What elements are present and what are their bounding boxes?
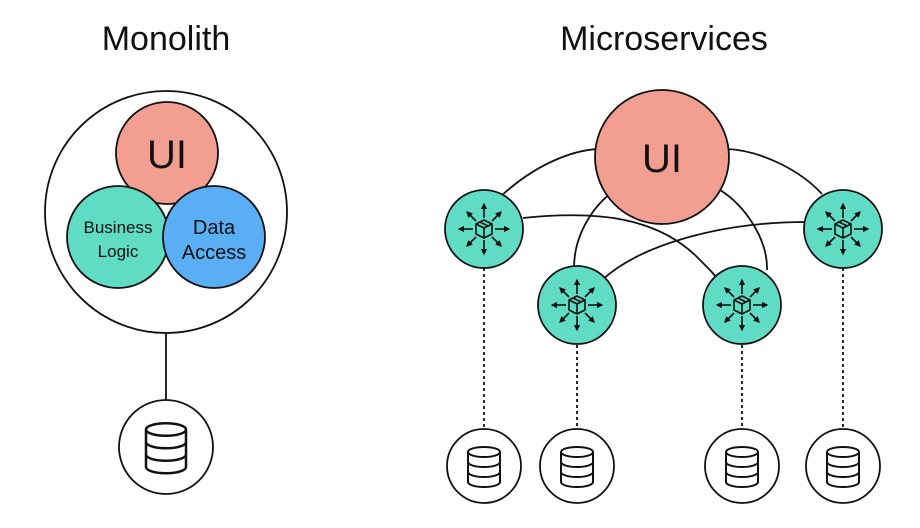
- service-node-3: [702, 265, 782, 345]
- connection-service1-service3: [522, 214, 719, 281]
- connection-ui-service4: [725, 148, 823, 195]
- microservices-ui-circle: [594, 89, 730, 225]
- monolith-business-logic-circle: [66, 185, 170, 289]
- monolith-title: Monolith: [102, 20, 231, 58]
- connection-ui-service3: [719, 189, 768, 271]
- service-node-4: [803, 189, 883, 269]
- service-node-1: [444, 189, 524, 269]
- monolith-data-access-label-line2: Access: [182, 242, 246, 264]
- connection-ui-service1: [499, 148, 606, 198]
- service-database-2: [539, 428, 615, 504]
- connection-service2-service4: [601, 221, 807, 281]
- database-connectors: [483, 268, 844, 430]
- service-node-2: [537, 265, 617, 345]
- microservices-ui-label: UI: [642, 137, 682, 181]
- service-database-3: [704, 428, 780, 504]
- monolith-ui-label: UI: [147, 133, 187, 177]
- microservices-title: Microservices: [560, 20, 768, 58]
- service-database-4: [805, 428, 881, 504]
- service-database-1: [446, 428, 522, 504]
- monolith-data-access-label-line1: Data: [193, 217, 236, 239]
- monolith-data-access-circle: [162, 185, 266, 289]
- monolith-business-label-line1: Business: [84, 218, 153, 237]
- monolith-ui-circle: [115, 101, 219, 205]
- monolith-business-label-line2: Logic: [98, 242, 139, 261]
